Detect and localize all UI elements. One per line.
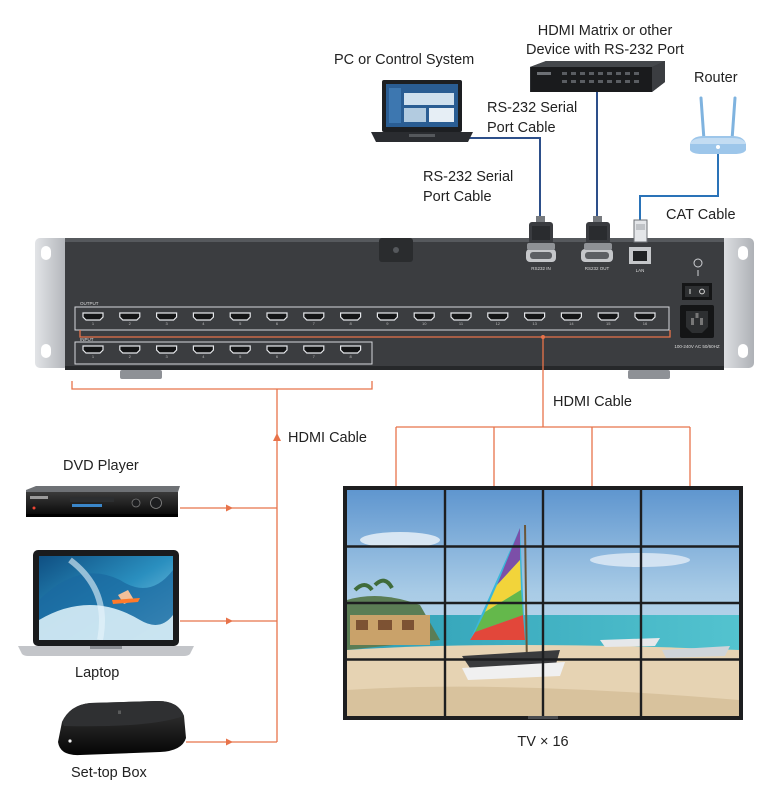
input-port-1 — [82, 345, 104, 354]
router-icon — [690, 96, 746, 154]
output-port-number-3: 3 — [165, 321, 168, 326]
dvd-player-label: DVD Player — [63, 458, 139, 474]
lan-port: LAN — [629, 247, 651, 273]
dvd-player-icon — [26, 486, 180, 517]
output-port-number-12: 12 — [496, 321, 501, 326]
input-port-number-2: 2 — [129, 354, 132, 359]
cat-cable-label: CAT Cable — [666, 207, 736, 223]
output-port-number-13: 13 — [532, 321, 537, 326]
settop-box-icon: Ⅲ — [58, 700, 186, 756]
input-port-number-1: 1 — [92, 354, 95, 359]
laptop-icon — [371, 80, 473, 142]
input-port-number-6: 6 — [276, 354, 279, 359]
output-port-5 — [229, 312, 251, 321]
input-port-8 — [340, 345, 362, 354]
output-port-3 — [156, 312, 178, 321]
output-port-10 — [413, 312, 435, 321]
output-label: OUTPUT — [80, 301, 99, 306]
output-port-number-4: 4 — [202, 321, 205, 326]
rs232-in-label: RS232 IN — [531, 266, 551, 271]
rs232-out-port: RS232 OUT — [581, 249, 613, 271]
power-rating-label: 100-240V AC 50/60HZ — [674, 344, 720, 349]
input-port-number-5: 5 — [239, 354, 242, 359]
output-port-13 — [524, 312, 546, 321]
rs232-connector-out — [584, 216, 612, 250]
output-port-number-9: 9 — [386, 321, 389, 326]
rs232-out-label: RS232 OUT — [585, 266, 610, 271]
output-port-number-16: 16 — [643, 321, 648, 326]
input-port-7 — [303, 345, 325, 354]
output-port-16 — [634, 312, 656, 321]
output-port-number-10: 10 — [422, 321, 427, 326]
rs232-connector-in — [527, 216, 555, 250]
matrix-device-icon — [530, 61, 665, 92]
video-wall-icon — [343, 486, 743, 720]
laptop-label: Laptop — [75, 665, 120, 681]
input-port-5 — [229, 345, 251, 354]
rack-ear-right — [720, 238, 754, 368]
output-port-number-2: 2 — [129, 321, 132, 326]
rack-ear-left — [35, 238, 69, 368]
settop-box-label: Set-top Box — [71, 765, 147, 781]
output-port-15 — [597, 312, 619, 321]
output-port-number-1: 1 — [92, 321, 95, 326]
rs232-cable-label-left: RS-232 Serial Port Cable — [423, 169, 514, 205]
power-inlet — [680, 305, 714, 338]
hdmi-input-arrows — [226, 433, 281, 746]
input-port-number-3: 3 — [165, 354, 168, 359]
output-port-11 — [450, 312, 472, 321]
output-port-9 — [376, 312, 398, 321]
output-port-4 — [192, 312, 214, 321]
hdmi-cable-output — [79, 330, 691, 488]
output-port-number-6: 6 — [276, 321, 279, 326]
hdmi-cable-label-right: HDMI Cable — [553, 394, 632, 410]
power-switch — [682, 283, 712, 300]
output-port-number-11: 11 — [459, 321, 464, 326]
output-port-2 — [119, 312, 141, 321]
cat-cable-line — [639, 153, 719, 222]
output-port-14 — [560, 312, 582, 321]
output-port-number-8: 8 — [349, 321, 352, 326]
laptop-source-icon — [18, 550, 194, 656]
router-label: Router — [694, 70, 738, 86]
input-port-6 — [266, 345, 288, 354]
output-port-number-5: 5 — [239, 321, 242, 326]
input-ports: 1 2 3 4 5 6 7 8 — [82, 345, 362, 359]
lan-label: LAN — [636, 268, 645, 273]
output-port-7 — [303, 312, 325, 321]
output-port-8 — [340, 312, 362, 321]
output-port-number-14: 14 — [569, 321, 574, 326]
output-port-1 — [82, 312, 104, 321]
rs232-cable-pc — [459, 137, 541, 218]
tv-wall-label: TV × 16 — [517, 734, 569, 750]
input-port-3 — [156, 345, 178, 354]
input-label: INPUT — [80, 337, 94, 342]
rs232-in-port: RS232 IN — [526, 249, 556, 271]
settop-brand-mark: Ⅲ — [118, 710, 121, 716]
rj45-connector — [633, 219, 648, 243]
input-port-number-7: 7 — [313, 354, 316, 359]
rs232-cable-label-top: RS-232 Serial Port Cable — [487, 100, 578, 136]
hdmi-matrix-label: HDMI Matrix or other Device with RS-232 … — [526, 23, 684, 58]
pc-control-label: PC or Control System — [334, 52, 475, 68]
output-port-number-7: 7 — [313, 321, 316, 326]
input-port-4 — [192, 345, 214, 354]
output-port-number-15: 15 — [606, 321, 611, 326]
input-port-2 — [119, 345, 141, 354]
output-port-6 — [266, 312, 288, 321]
input-port-number-4: 4 — [202, 354, 205, 359]
hdmi-matrix-chassis: RS232 IN RS232 OUT LAN — [35, 238, 754, 379]
output-port-12 — [487, 312, 509, 321]
hdmi-cable-label-left: HDMI Cable — [288, 430, 367, 446]
input-port-number-8: 8 — [349, 354, 352, 359]
